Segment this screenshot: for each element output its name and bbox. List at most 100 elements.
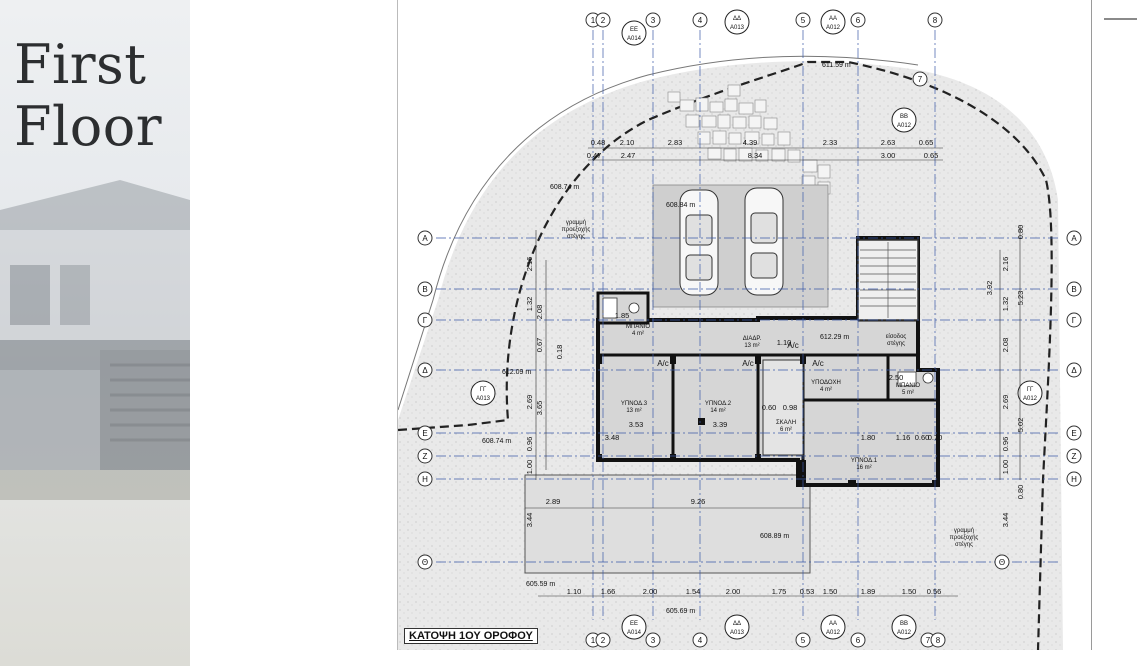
section-bb-bottom-label: ΒΒ [900,621,908,627]
room-dim-6: 0.98 [783,403,798,412]
header-rule [1104,18,1137,20]
grid-bubbles-top [585,12,943,28]
dim-right-5: 2.08 [1001,338,1010,353]
section-bb-top-sheet: A012 [897,123,912,129]
room-roof-access-name: είσοδος [886,334,907,340]
row-label-th-right: Θ [999,558,1005,567]
room-reception-name: ΥΠΟΔΟΧΗ [811,380,841,386]
section-aa-bottom-sheet: A012 [826,630,841,636]
grid-label-top-3: 3 [651,16,656,25]
section-gg-left-label: ΓΓ [480,387,487,393]
section-marks [470,9,1043,640]
level-605-69: 605.69 m [666,608,695,615]
dim-left-1: 1.32 [525,297,534,312]
section-ee-top-label: ΕΕ [630,27,638,33]
ac-label-4: A/c [812,359,824,368]
room-reception-area: 4 m² [820,387,832,393]
car-right [744,187,784,296]
grid-label-top-6: 6 [856,16,861,25]
room-corridor-name: ΔΙΑΔΡ. [743,336,762,342]
section-gg-right-sheet: A012 [1023,396,1038,402]
row-label-z-left: Ζ [423,452,428,461]
level-612-09: 612.09 m [502,369,531,376]
level-608-84: 608.84 m [666,202,695,209]
grid-label-top-1: 1 [591,16,596,25]
house-photo-illustration [0,180,190,500]
grid-label-bottom-7: 7 [926,636,931,645]
dim-top1-6: 0.65 [919,138,934,147]
page-title-line-1: First [14,33,147,96]
grid-label-top-4: 4 [698,16,703,25]
dim-bottom-5: 1.75 [772,587,787,596]
room-dim-0: 3.53 [629,420,644,429]
grid-label-bottom-4: 4 [698,636,703,645]
roof-note-1-line-1: γραμμή [566,219,586,226]
dim-bottom-10: 0.56 [927,587,942,596]
level-608-74-b: 608.74 m [482,438,511,445]
section-aa-bottom-label: ΑΑ [829,621,837,627]
grid-label-bottom-3: 3 [651,636,656,645]
dim-right-0: 0.80 [1016,225,1025,240]
section-dd-bottom-sheet: A013 [730,630,745,636]
dim-mid-1: 9.26 [691,497,706,506]
floor-plan-svg: 1 2 3 4 5 6 8 7 1 2 3 4 5 6 7 8 Α Α [398,9,1082,650]
room-dim-10: 0.70 [928,433,943,442]
section-aa-top-sheet: A012 [826,25,841,31]
dim-top2-2: 8.34 [748,151,763,160]
dim-right-7: 5.02 [1016,418,1025,433]
grid-lines-vertical [592,30,936,620]
roof-note-2-line-2: προεξοχής [950,534,979,541]
row-label-g-left: Γ [423,316,428,325]
room-dim-11: 1.10 [777,338,792,347]
dim-left-5: 2.69 [525,395,534,410]
page-title: First Floor [14,34,162,158]
room-bath-2-name: ΜΠΑΝΙΟ [896,383,920,389]
room-bedroom-2-area: 14 m² [710,408,725,414]
room-dim-8: 1.16 [896,433,911,442]
dim-bottom-8: 1.89 [861,587,876,596]
ac-label-2: A/c [742,359,754,368]
row-label-a-left: Α [422,234,428,243]
room-bedroom-1-name: ΥΠΝΟΔ.1 [851,458,878,464]
level-608-89: 608.89 m [760,533,789,540]
dim-left-8: 1.00 [525,460,534,475]
row-label-h-left: Η [422,475,428,484]
dim-bottom-7: 1.50 [823,587,838,596]
room-dim-3: 1.85 [615,311,630,320]
car-left [679,189,719,296]
room-dim-5: 0.60 [762,403,777,412]
room-corridor-area: 13 m² [744,343,759,349]
room-bath-1-name: ΜΠΑΝΙΟ [626,324,650,330]
roof-note-2-line-1: γραμμή [954,527,974,534]
row-label-d-right: Δ [1071,366,1077,375]
dim-left-2: 2.08 [535,305,544,320]
row-label-z-right: Ζ [1072,452,1077,461]
dim-top1-4: 2.33 [823,138,838,147]
grid-label-top-2: 2 [601,16,606,25]
grid-label-bottom-5: 5 [801,636,806,645]
grid-label-bottom-1: 1 [591,636,596,645]
room-dim-2: 3.48 [605,433,620,442]
dim-left-9: 3.44 [525,513,534,528]
dim-bottom-9: 1.50 [902,587,917,596]
lower-terrace [524,474,811,574]
section-ee-top-sheet: A014 [627,36,642,42]
dim-right-11: 3.44 [1001,513,1010,528]
grid-bubbles-bottom [585,632,946,648]
room-dim-1: 3.39 [713,420,728,429]
room-bedroom-3-area: 13 m² [626,408,641,414]
dim-right-8: 0.96 [1001,437,1010,452]
level-611-59: 611.59 m [822,62,851,69]
dim-bottom-6: 0.53 [800,587,815,596]
floor-plan-drawing: 1 2 3 4 5 6 8 7 1 2 3 4 5 6 7 8 Α Α [397,0,1092,650]
cover-photo-panel: First Floor [0,0,190,666]
section-dd-top-sheet: A013 [730,25,745,31]
row-label-g-right: Γ [1072,316,1077,325]
dim-top1-5: 2.63 [881,138,896,147]
section-bb-top-label: ΒΒ [900,114,908,120]
dim-top2-3: 3.00 [881,151,896,160]
dim-bottom-3: 1.54 [686,587,701,596]
site-boundary-line [398,55,919,411]
dim-mid-0: 2.89 [546,497,561,506]
dim-bottom-0: 1.10 [567,587,582,596]
